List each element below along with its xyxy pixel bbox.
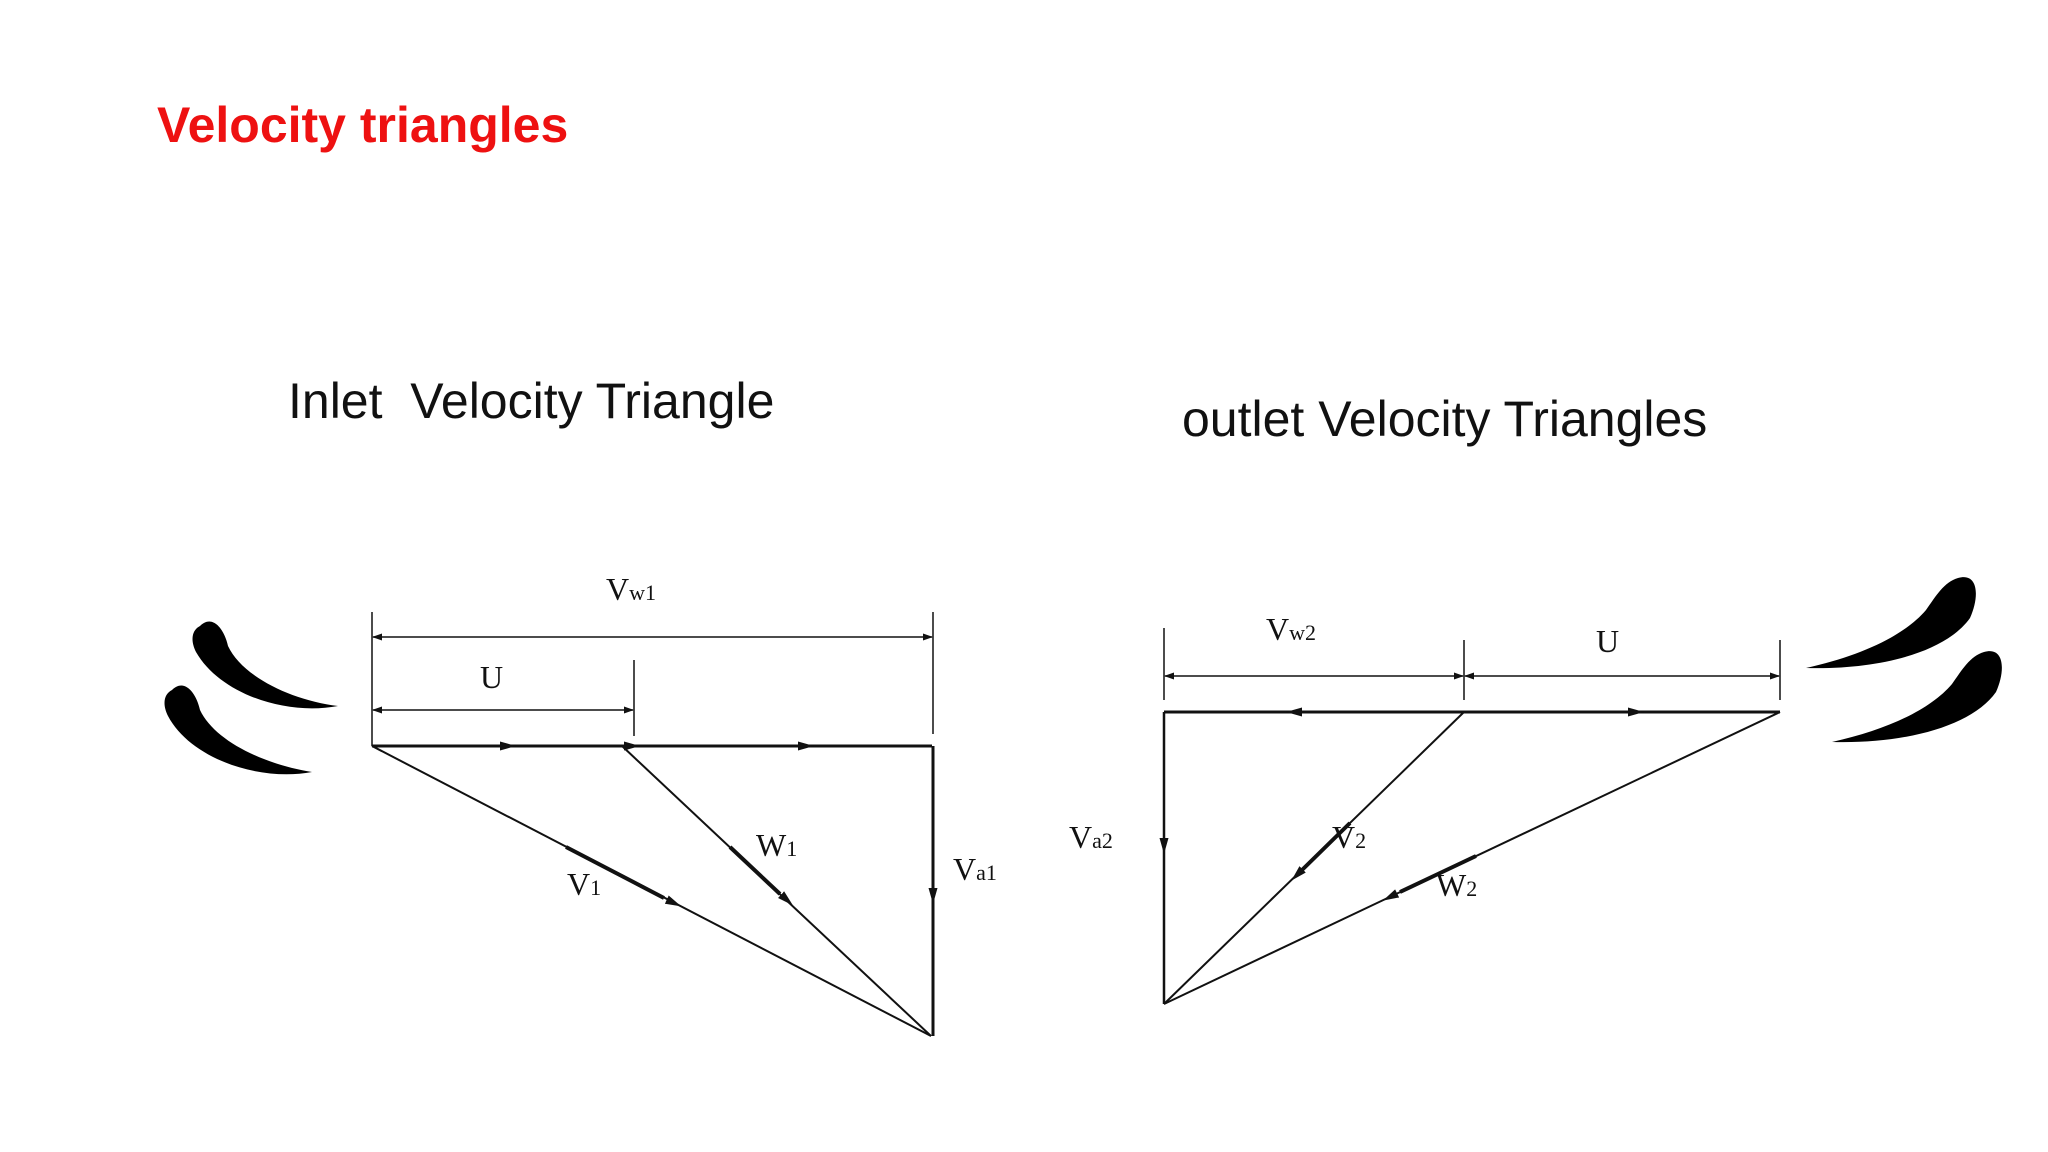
outlet-velocity-triangle <box>1159 628 1781 1005</box>
inlet-v1-main: V <box>567 866 590 902</box>
outlet-va2-sub: a2 <box>1092 828 1113 853</box>
inlet-label-va1: Va1 <box>953 851 997 887</box>
inlet-label-w1: W1 <box>756 827 797 863</box>
inlet-label-v1: V1 <box>567 866 601 902</box>
outlet-label-vw2: Vw2 <box>1266 611 1316 647</box>
outlet-w2-sub: 2 <box>1466 876 1477 901</box>
outlet-w2-heavy <box>1399 854 1477 894</box>
inlet-v1-heavy <box>565 845 665 900</box>
inlet-vw1-main: V <box>606 571 629 607</box>
outlet-v2-main: V <box>1332 819 1355 855</box>
inlet-label-u: U <box>480 659 503 695</box>
slide-title: Velocity triangles <box>157 97 569 153</box>
outlet-label-w2: W2 <box>1436 867 1477 903</box>
outlet-blade-lower <box>1832 651 2002 743</box>
outlet-blade-upper <box>1806 577 1976 669</box>
outlet-vw2-sub: w2 <box>1289 620 1316 645</box>
inlet-label-vw1: Vw1 <box>606 571 656 607</box>
inlet-vw1-sub: w1 <box>629 580 656 605</box>
outlet-label-u: U <box>1596 623 1619 659</box>
outlet-va2-main: V <box>1069 819 1092 855</box>
inlet-w1-heavy <box>728 845 782 896</box>
outlet-w2-main: W <box>1436 867 1467 903</box>
inlet-blade-profiles <box>164 621 338 775</box>
outlet-label-va2: Va2 <box>1069 819 1113 855</box>
inlet-v1-sub: 1 <box>590 875 601 900</box>
inlet-blade-lower <box>164 685 312 775</box>
outlet-blade-profiles <box>1806 577 2002 743</box>
outlet-label-v2: V2 <box>1332 819 1366 855</box>
outlet-v2-sub: 2 <box>1355 828 1366 853</box>
outlet-vw2-main: V <box>1266 611 1289 647</box>
inlet-triangle-title: Inlet Velocity Triangle <box>288 373 775 429</box>
inlet-va1-sub: a1 <box>976 860 997 885</box>
inlet-w1-main: W <box>756 827 787 863</box>
inlet-w1-sub: 1 <box>786 836 797 861</box>
inlet-va1-main: V <box>953 851 976 887</box>
inlet-velocity-triangle <box>371 612 938 1037</box>
inlet-blade-upper <box>192 621 338 709</box>
outlet-triangle-title: outlet Velocity Triangles <box>1182 391 1708 447</box>
outlet-v2-heavy <box>1300 821 1352 872</box>
